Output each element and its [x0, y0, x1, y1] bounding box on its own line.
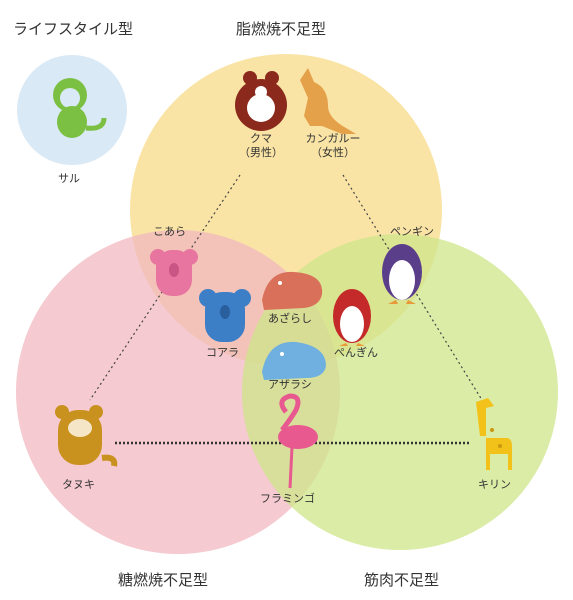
- label-bear-note: （男性）: [239, 146, 283, 159]
- monkey-icon: [53, 78, 107, 138]
- giraffe-icon: [476, 398, 512, 470]
- title-sugar-burn-deficit: 糖燃焼不足型: [118, 571, 209, 589]
- label-kangaroo: カンガルー: [305, 132, 361, 145]
- seal-brown-icon: [262, 271, 323, 310]
- label-penguin-hiragana: ぺんぎん: [334, 346, 378, 359]
- sugar-circle: [16, 230, 340, 554]
- tanuki-icon: [55, 405, 118, 467]
- bear-icon: [235, 71, 287, 131]
- label-penguin-katakana: ペンギン: [390, 225, 434, 238]
- label-flamingo: フラミンゴ: [260, 492, 315, 505]
- title-fat-burn-deficit: 脂燃焼不足型: [236, 20, 327, 38]
- penguin-purple-icon: [382, 244, 422, 304]
- label-tanuki: タヌキ: [62, 478, 95, 491]
- title-lifestyle: ライフスタイル型: [13, 20, 134, 38]
- label-seal-hiragana: あざらし: [268, 312, 312, 325]
- seal-blue-icon: [262, 341, 326, 380]
- label-giraffe: キリン: [478, 478, 511, 491]
- label-monkey: サル: [58, 172, 80, 185]
- penguin-red-icon: [333, 289, 371, 346]
- label-kangaroo-note: （女性）: [311, 146, 355, 159]
- dotted-line-kangaroo-giraffe: [342, 174, 483, 401]
- flamingo-icon: [278, 393, 318, 489]
- label-koala-hiragana: こあら: [153, 225, 186, 238]
- koala-blue-icon: [199, 289, 251, 342]
- kangaroo-icon: [300, 68, 356, 134]
- label-seal-katakana: アザラシ: [268, 378, 312, 391]
- muscle-circle: [242, 234, 558, 550]
- label-koala-katakana: コアラ: [206, 346, 239, 359]
- title-muscle-deficit: 筋肉不足型: [364, 571, 440, 589]
- koala-pink-icon: [150, 249, 198, 296]
- label-bear: クマ: [250, 132, 272, 145]
